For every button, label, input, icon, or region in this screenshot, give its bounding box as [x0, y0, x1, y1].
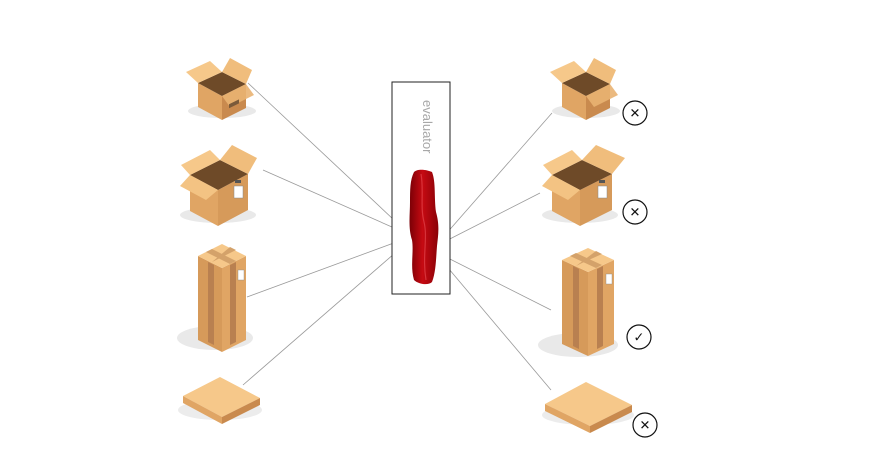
connector-line [242, 239, 411, 386]
verdict-badge-2: ✕ [622, 199, 648, 225]
output-box-taped-tall [538, 248, 618, 357]
output-box-open-small [550, 58, 620, 120]
verdict-badge-3: ✓ [626, 324, 652, 350]
connector-line [437, 192, 541, 246]
connector-line [437, 252, 552, 311]
close-icon: ✕ [630, 206, 641, 221]
evaluator-label: evaluator [420, 100, 435, 154]
evaluator-figure-highlight [420, 173, 427, 281]
input-box-flat [178, 377, 262, 424]
close-icon: ✕ [640, 419, 651, 434]
evaluator-node: evaluator [391, 81, 451, 295]
verdict-badge-1: ✕ [622, 100, 648, 126]
connector-line [246, 236, 411, 298]
evaluator-figure [409, 169, 439, 285]
output-connectors [437, 112, 553, 391]
connector-line [437, 112, 553, 244]
connector-line [247, 82, 411, 236]
connector-line [437, 255, 552, 391]
check-icon: ✓ [634, 331, 645, 346]
input-connectors [242, 82, 411, 386]
input-box-open-large [180, 145, 257, 226]
input-box-open-small [186, 58, 256, 120]
connector-line [262, 169, 411, 236]
output-box-open-large [542, 145, 625, 226]
verdict-badge-4: ✕ [632, 412, 658, 438]
output-box-flat [542, 382, 634, 433]
close-icon: ✕ [630, 107, 641, 122]
input-box-taped-tall [177, 244, 253, 352]
